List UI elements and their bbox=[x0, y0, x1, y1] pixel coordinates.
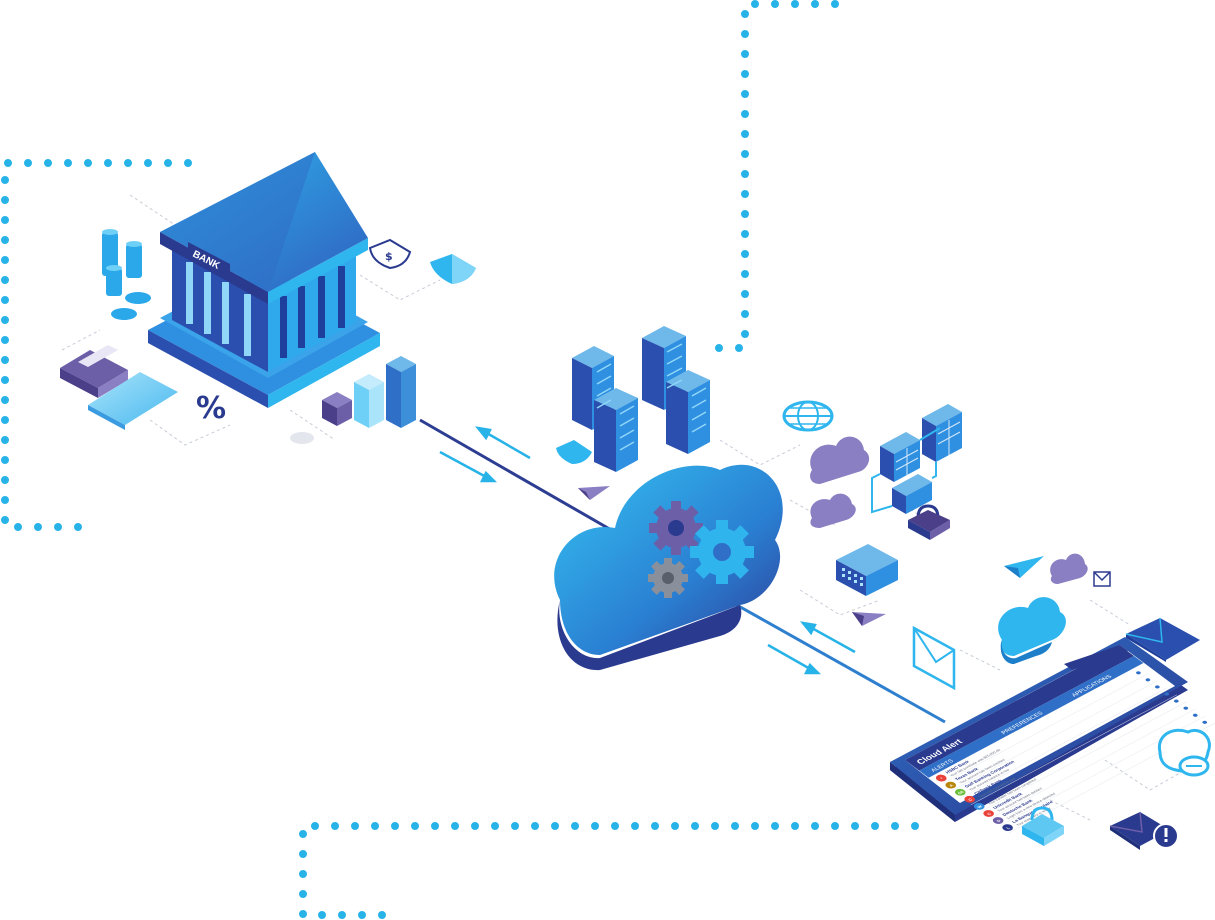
shield-icon bbox=[556, 440, 592, 464]
cloud-icon bbox=[1050, 553, 1088, 584]
bank-logo-icon bbox=[992, 817, 1004, 824]
database-table-icon bbox=[871, 404, 962, 514]
lock-icon bbox=[908, 504, 950, 540]
unread-indicator-icon bbox=[1173, 699, 1179, 703]
envelope-icon bbox=[912, 625, 956, 691]
bank-logo-badge: G5 bbox=[956, 789, 965, 795]
bank-logo-icon bbox=[983, 810, 994, 817]
smartphone-icon bbox=[890, 637, 1188, 822]
bar-chart-icon bbox=[290, 356, 416, 444]
bank-logo-icon bbox=[945, 781, 957, 789]
list-divider bbox=[942, 673, 1149, 784]
unread-indicator-icon bbox=[1145, 678, 1151, 682]
phone-tab-bar bbox=[919, 655, 1144, 778]
bank-logo-badge: * bbox=[939, 776, 945, 780]
unread-indicator-icon bbox=[1192, 713, 1198, 717]
gear-icon bbox=[648, 558, 688, 598]
envelope-icon bbox=[1125, 617, 1200, 662]
list-divider bbox=[970, 694, 1178, 805]
bank-logo-icon bbox=[935, 774, 947, 782]
paper-plane-icon bbox=[852, 612, 886, 626]
bank-logo-badge: L bbox=[1005, 826, 1012, 830]
server-rack-icon bbox=[572, 326, 710, 472]
phone-app-header bbox=[905, 645, 1134, 771]
bank-logo-badge: D bbox=[995, 819, 1002, 823]
bank-logo-badge: W bbox=[976, 804, 984, 809]
data-flow-lines bbox=[419, 418, 946, 724]
alarm-clock-icon bbox=[1157, 728, 1211, 777]
cloud-icon bbox=[810, 493, 856, 528]
envelope-icon bbox=[1093, 571, 1111, 587]
gear-icon bbox=[649, 501, 703, 555]
dotted-path-decoration bbox=[1, 0, 919, 919]
bank-logo-icon bbox=[973, 802, 985, 810]
globe-icon bbox=[782, 400, 834, 432]
list-divider bbox=[951, 680, 1159, 791]
shield-dollar-icon: $ bbox=[368, 238, 412, 270]
gear-icon bbox=[690, 520, 754, 584]
coin-stack-icon bbox=[102, 229, 151, 320]
bank-logo-icon bbox=[1002, 824, 1013, 832]
paper-plane-icon bbox=[1004, 556, 1044, 578]
bank-logo-icon bbox=[964, 795, 976, 803]
list-divider bbox=[980, 701, 1187, 812]
cloud-gear-icon bbox=[554, 464, 783, 671]
svg-text:$: $ bbox=[385, 250, 393, 263]
paper-plane-icon bbox=[578, 486, 610, 500]
card-icon bbox=[88, 372, 178, 430]
percent-icon: % bbox=[196, 391, 226, 426]
list-divider bbox=[989, 708, 1197, 820]
bank-icon: BANK bbox=[148, 152, 380, 408]
unread-indicator-icon bbox=[1183, 706, 1189, 710]
bank-logo-icon bbox=[954, 788, 966, 796]
phone-screen[interactable] bbox=[905, 645, 1175, 803]
unread-indicator-icon bbox=[1136, 671, 1141, 675]
bank-logo-badge: C bbox=[967, 797, 974, 801]
unread-indicator-icon bbox=[1164, 692, 1170, 696]
cloud-icon bbox=[810, 436, 870, 484]
alert-envelope-icon bbox=[1109, 811, 1179, 850]
unread-indicator-icon bbox=[1202, 720, 1208, 724]
network-switch-icon bbox=[836, 544, 898, 596]
bank-logo-badge: A bbox=[948, 783, 955, 787]
shield-icon bbox=[430, 254, 476, 284]
list-divider bbox=[961, 687, 1168, 798]
unread-indicator-icon bbox=[1154, 685, 1160, 689]
cash-bundle-icon bbox=[60, 345, 128, 398]
cloud-icon bbox=[998, 597, 1066, 664]
lock-icon bbox=[1022, 806, 1064, 846]
bank-logo-badge: C bbox=[986, 812, 993, 816]
